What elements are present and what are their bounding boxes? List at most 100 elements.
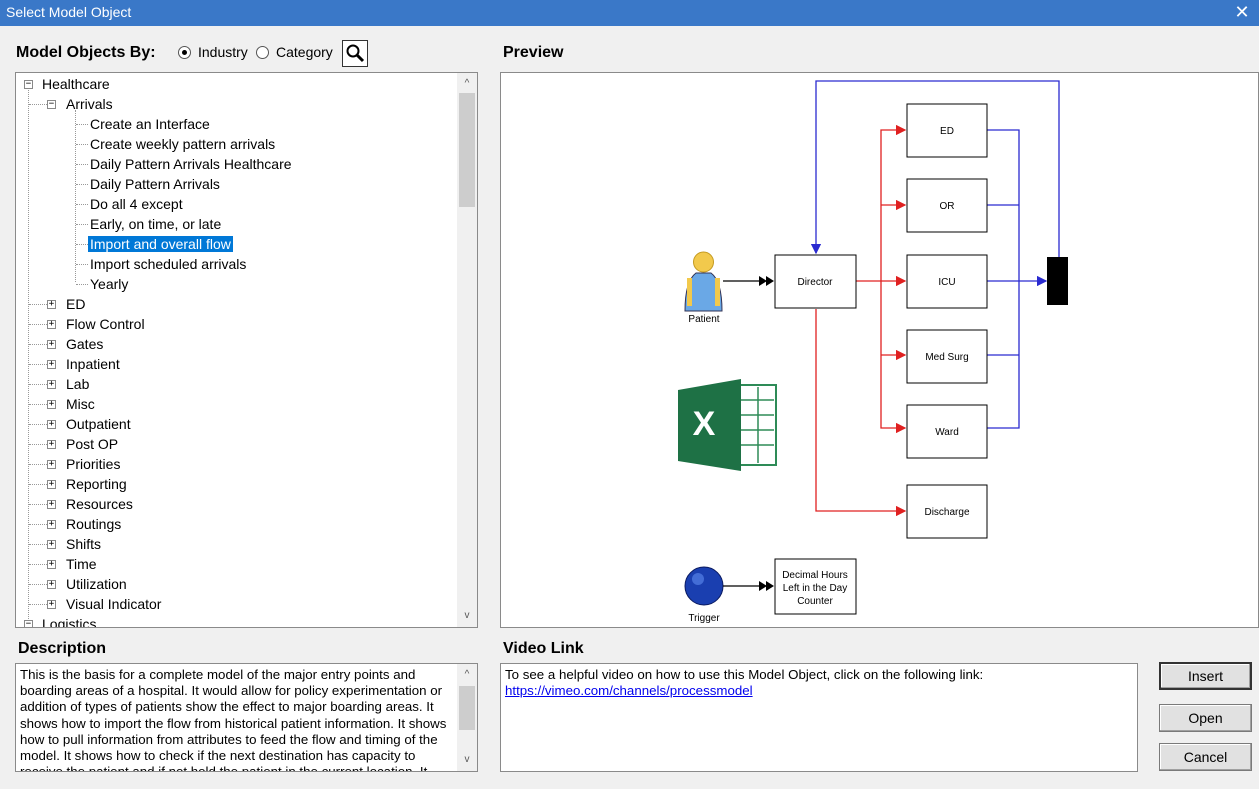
collapse-icon[interactable]: − (47, 99, 56, 109)
patient-label: Patient (688, 314, 719, 325)
tree-group-label: Arrivals (66, 96, 113, 112)
tree-guide (29, 104, 47, 105)
expand-icon[interactable]: + (47, 519, 56, 529)
scroll-thumb[interactable] (459, 686, 475, 730)
tree-item[interactable]: Create weekly pattern arrivals (88, 134, 277, 154)
expand-icon[interactable]: + (47, 579, 56, 589)
tree-group-arrivals[interactable]: Arrivals (64, 94, 115, 114)
tree-guide (76, 284, 88, 285)
tree-root-healthcare[interactable]: Healthcare (40, 74, 112, 94)
preview-pane: Patient Director ED OR ICU Med Surg Ward… (500, 72, 1259, 628)
expand-icon[interactable]: + (47, 559, 56, 569)
open-button[interactable]: Open (1159, 704, 1252, 732)
scroll-up-icon[interactable]: ^ (464, 669, 470, 680)
tree-group[interactable]: Outpatient (64, 414, 133, 434)
tree-item[interactable]: Import and overall flow (88, 234, 233, 254)
tree-item[interactable]: Early, on time, or late (88, 214, 223, 234)
tree-group[interactable]: Post OP (64, 434, 120, 454)
expand-icon[interactable]: + (47, 459, 56, 469)
tree-group[interactable]: Visual Indicator (64, 594, 163, 614)
tree-guide (29, 324, 47, 325)
description-scrollbar[interactable]: ^ v (457, 664, 477, 771)
tree-group[interactable]: Lab (64, 374, 91, 394)
description-box[interactable]: This is the basis for a complete model o… (15, 663, 478, 772)
med-surg-label: Med Surg (925, 352, 968, 363)
expand-icon[interactable]: + (47, 379, 56, 389)
video-url-link[interactable]: https://vimeo.com/channels/processmodel (505, 683, 753, 698)
expand-icon[interactable]: + (47, 499, 56, 509)
tree-group[interactable]: Utilization (64, 574, 129, 594)
window-title: Select Model Object (6, 4, 132, 20)
expand-icon[interactable]: + (47, 319, 56, 329)
or-label: OR (940, 201, 955, 212)
tree-item[interactable]: Daily Pattern Arrivals (88, 174, 222, 194)
tree-root-logistics[interactable]: Logistics (40, 614, 98, 627)
tree-guide (76, 224, 88, 225)
expand-icon[interactable]: + (47, 419, 56, 429)
trigger-icon (684, 566, 724, 606)
expand-icon[interactable]: + (47, 399, 56, 409)
tree-group-label: Routings (66, 516, 122, 532)
tree-group-label: Priorities (66, 456, 121, 472)
flow-diagram: Patient Director ED OR ICU Med Surg Ward… (678, 80, 1068, 624)
expand-icon[interactable]: + (47, 359, 56, 369)
preview-label: Preview (503, 44, 564, 61)
collapse-icon[interactable]: − (24, 79, 33, 89)
expand-icon[interactable]: + (47, 439, 56, 449)
counter-label-line3: Counter (797, 596, 833, 607)
tree-group[interactable]: Shifts (64, 534, 103, 554)
radio-industry[interactable]: Industry (178, 44, 248, 60)
tree-group[interactable]: Priorities (64, 454, 122, 474)
tree-group[interactable]: Misc (64, 394, 97, 414)
expand-icon[interactable]: + (47, 599, 56, 609)
cancel-button[interactable]: Cancel (1159, 743, 1252, 771)
outgoing-routes (815, 124, 907, 517)
tree-guide (29, 424, 47, 425)
radio-industry-indicator[interactable] (178, 45, 191, 59)
tree-guide (28, 90, 29, 627)
collapse-icon[interactable]: − (24, 619, 33, 627)
tree-group-label: Reporting (66, 476, 127, 492)
search-button[interactable] (342, 40, 368, 67)
tree-guide (29, 404, 47, 405)
radio-category[interactable]: Category (256, 44, 333, 60)
close-icon[interactable]: ✕ (1234, 2, 1250, 22)
tree-item[interactable]: Create an Interface (88, 114, 212, 134)
tree-scrollbar[interactable]: ^ v (457, 73, 477, 627)
insert-button[interactable]: Insert (1159, 662, 1252, 690)
tree-group[interactable]: Time (64, 554, 99, 574)
route-arrowheads (759, 581, 774, 591)
scroll-up-icon[interactable]: ^ (464, 78, 470, 89)
expand-icon[interactable]: + (47, 479, 56, 489)
scroll-down-icon[interactable]: v (464, 754, 470, 765)
expand-icon[interactable]: + (47, 339, 56, 349)
expand-icon[interactable]: + (47, 539, 56, 549)
model-object-tree[interactable]: − Healthcare − Arrivals Create an Interf… (15, 72, 478, 628)
radio-category-indicator[interactable] (256, 45, 269, 59)
tree-guide (76, 204, 88, 205)
tree-item[interactable]: Daily Pattern Arrivals Healthcare (88, 154, 294, 174)
tree-group[interactable]: Inpatient (64, 354, 122, 374)
scroll-down-icon[interactable]: v (464, 610, 470, 621)
tree-item[interactable]: Do all 4 except (88, 194, 185, 214)
tree-group-label: Time (66, 556, 97, 572)
tree-item[interactable]: Import scheduled arrivals (88, 254, 248, 274)
radio-industry-label: Industry (198, 44, 248, 60)
tree-group[interactable]: ED (64, 294, 87, 314)
expand-icon[interactable]: + (47, 299, 56, 309)
tree-group[interactable]: Reporting (64, 474, 129, 494)
icu-node (906, 254, 988, 309)
tree-item-label: Daily Pattern Arrivals Healthcare (90, 156, 292, 172)
tree-item[interactable]: Yearly (88, 274, 130, 294)
description-text: This is the basis for a complete model o… (20, 667, 447, 772)
tree-group[interactable]: Routings (64, 514, 123, 534)
tree-guide (29, 504, 47, 505)
tree-guide (29, 564, 47, 565)
tree-group[interactable]: Resources (64, 494, 135, 514)
tree-item-label: Create an Interface (90, 116, 210, 132)
tree-group[interactable]: Gates (64, 334, 105, 354)
tree-group[interactable]: Flow Control (64, 314, 147, 334)
scroll-thumb[interactable] (459, 93, 475, 207)
radio-category-label: Category (276, 44, 333, 60)
tree-item-label: Early, on time, or late (90, 216, 222, 232)
